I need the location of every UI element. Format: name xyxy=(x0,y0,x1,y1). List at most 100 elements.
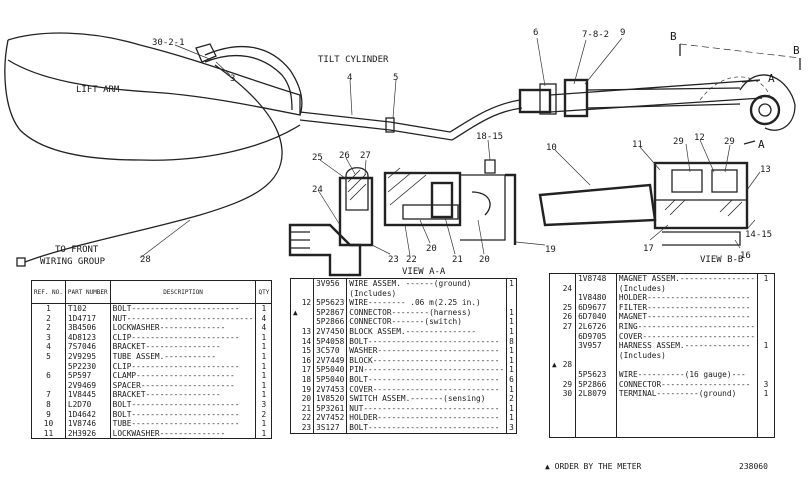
part-number-cell: 1V8520 xyxy=(313,394,348,404)
description-cell: (Includes) xyxy=(616,283,759,294)
qty-cell: 1 xyxy=(509,365,514,375)
qty-cell xyxy=(758,428,775,438)
order-mark-cell xyxy=(550,389,560,399)
qty-cell xyxy=(758,399,775,409)
description-cell: (Includes) xyxy=(616,350,759,361)
qty-cell: 2 xyxy=(261,409,267,419)
part-number-cell: 3C570 xyxy=(313,346,348,356)
ref-cell: 18 xyxy=(299,374,315,385)
view-bb-label: VIEW B-B xyxy=(700,255,743,265)
ref-cell xyxy=(559,369,577,380)
ref-cell: 28 xyxy=(559,360,577,370)
ref-cell: 23 xyxy=(299,422,315,433)
description-cell: HOLDER-------------------------- xyxy=(346,413,508,423)
part-number-cell xyxy=(575,350,617,361)
part-number-cell: 7S7046 xyxy=(65,342,111,352)
description-cell: TERMINAL---------(ground) xyxy=(616,389,759,399)
qty-cell xyxy=(758,312,775,322)
order-mark-cell xyxy=(291,346,300,356)
part-number-cell: 2V9295 xyxy=(65,351,111,362)
part-number-cell: 5P597 xyxy=(65,371,111,381)
tube-clip xyxy=(385,117,395,133)
qty-cell: 1 xyxy=(509,355,514,365)
description-cell: HARNESS ASSEM.-------------- xyxy=(616,341,759,351)
ref-cell: 9 xyxy=(31,409,66,420)
col-part-header: PART NUMBER xyxy=(65,280,111,304)
ref-cell: 10 xyxy=(31,419,66,429)
table-row: ▲28 xyxy=(550,360,775,370)
callout-10: 10 xyxy=(546,143,557,153)
qty-cell: 1 xyxy=(509,279,514,288)
qty-cell: 1 xyxy=(509,346,514,356)
part-number-cell xyxy=(575,360,617,370)
order-mark-cell xyxy=(550,351,560,361)
wire-connector-end xyxy=(16,257,26,267)
qty-cell: 1 xyxy=(261,351,267,361)
part-number-cell: 6D9705 xyxy=(575,331,617,342)
qty-cell xyxy=(758,332,775,342)
order-mark-cell xyxy=(550,418,560,428)
ref-cell xyxy=(299,288,315,299)
ref-cell: 26 xyxy=(559,312,577,322)
section-a-top: A xyxy=(768,72,775,85)
part-number-cell xyxy=(575,427,617,438)
to-front-wiring-label-1: TO FRONT xyxy=(55,245,99,255)
part-number-cell: 2L8079 xyxy=(575,389,617,399)
qty-cell xyxy=(758,322,775,332)
ref-cell: 21 xyxy=(299,403,315,414)
tilt-cylinder: TILT CYLINDER B B A A xyxy=(299,30,801,151)
order-mark-cell xyxy=(550,322,560,332)
order-mark-cell xyxy=(291,356,300,366)
ref-cell: 27 xyxy=(559,321,577,332)
order-mark-cell: ▲ xyxy=(293,307,298,317)
callout-20: 20 xyxy=(479,255,490,265)
ref-cell xyxy=(559,427,577,438)
qty-cell: 1 xyxy=(261,361,267,371)
view-a-a: VIEW A-A xyxy=(288,159,517,277)
order-mark-cell xyxy=(550,341,560,351)
description-cell: WASHER-------------------------- xyxy=(346,346,508,356)
description-cell: COVER--------------------------- xyxy=(346,384,508,395)
callout-6: 6 xyxy=(533,28,538,38)
part-number-cell: 2V7453 xyxy=(313,384,348,395)
view-aa-label: VIEW A-A xyxy=(402,267,446,277)
qty-cell xyxy=(758,284,775,294)
description-cell: CONNECTOR--------(harness) xyxy=(346,307,508,318)
table-row: 24(Includes) xyxy=(550,283,775,294)
part-number-cell xyxy=(575,408,617,418)
qty-cell xyxy=(758,303,775,313)
qty-cell: 4 xyxy=(261,313,267,323)
qty-cell xyxy=(758,370,775,380)
callout-21: 21 xyxy=(452,255,463,265)
ref-cell: 6 xyxy=(31,371,66,381)
description-cell: FILTER---------------------- xyxy=(616,302,759,313)
part-number-cell: 1V8480 xyxy=(575,293,617,303)
description-cell: CLIP----------------------- xyxy=(110,332,257,343)
qty-cell: 1 xyxy=(509,413,514,423)
callout-9: 9 xyxy=(620,28,625,38)
part-number-cell: 2V9469 xyxy=(65,380,111,391)
qty-cell: 4 xyxy=(261,323,267,333)
description-cell: BRACKET---------------- xyxy=(110,390,257,400)
description-cell: MAGNET---------------------- xyxy=(616,312,759,322)
callout-11: 11 xyxy=(632,140,643,150)
part-number-cell: 2H3926 xyxy=(65,428,111,439)
callout-23: 23 xyxy=(388,255,399,265)
col-ref-header: REF. NO. xyxy=(31,280,66,304)
qty-cell: 1 xyxy=(261,332,267,342)
table-row xyxy=(550,398,775,409)
